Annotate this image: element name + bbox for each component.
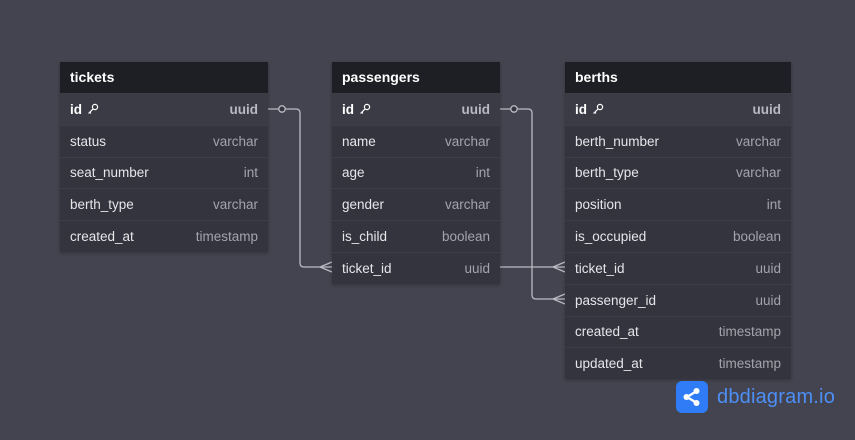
column-name: id xyxy=(342,101,354,117)
table-row[interactable]: ticket_id uuid xyxy=(332,251,500,284)
key-icon xyxy=(593,104,604,115)
table-row[interactable]: is_child boolean xyxy=(332,220,500,252)
column-type: uuid xyxy=(464,260,490,276)
brand-name: dbdiagram.io xyxy=(717,385,836,408)
column-name: updated_at xyxy=(575,356,643,372)
column-type: varchar xyxy=(735,133,781,149)
column-name: seat_number xyxy=(70,165,149,181)
column-type: uuid xyxy=(461,101,491,117)
table-row[interactable]: created_at timestamp xyxy=(565,315,791,348)
column-type: timestamp xyxy=(718,324,781,340)
brand-watermark[interactable]: dbdiagram.io xyxy=(676,381,835,413)
column-type: boolean xyxy=(441,229,490,245)
column-type: varchar xyxy=(444,133,490,149)
table-row[interactable]: name varchar xyxy=(332,124,500,157)
column-type: varchar xyxy=(444,197,490,213)
table-row[interactable]: id uuid xyxy=(60,93,268,125)
relation-many-end xyxy=(552,293,566,305)
column-type: uuid xyxy=(752,101,782,117)
column-type: int xyxy=(766,197,781,213)
table-header[interactable]: passengers xyxy=(332,62,500,93)
table-row[interactable]: berth_type varchar xyxy=(60,188,268,220)
relation-passengers-id-berths-passenger-id xyxy=(500,108,565,300)
relation-tickets-id-passengers-ticket-id xyxy=(268,108,332,268)
table-row[interactable]: created_at timestamp xyxy=(60,220,268,252)
table-row[interactable]: passenger_id uuid xyxy=(565,283,791,316)
column-type: uuid xyxy=(755,292,781,308)
column-type: int xyxy=(475,165,490,181)
column-name: status xyxy=(70,133,107,149)
table-header[interactable]: tickets xyxy=(60,62,268,93)
table-tickets[interactable]: tickets id uuid status varchar seat_numb… xyxy=(60,62,268,252)
column-type: uuid xyxy=(229,101,259,117)
table-passengers[interactable]: passengers id uuid name varchar age int … xyxy=(332,62,500,284)
column-name: ticket_id xyxy=(342,260,392,276)
column-name: age xyxy=(342,165,365,181)
column-type: timestamp xyxy=(718,356,781,372)
table-row[interactable]: id uuid xyxy=(565,93,791,125)
column-type: boolean xyxy=(732,229,781,245)
column-type: varchar xyxy=(212,133,258,149)
column-name: berth_type xyxy=(575,165,639,181)
column-name: name xyxy=(342,133,376,149)
column-name: berth_number xyxy=(575,133,660,149)
table-row[interactable]: age int xyxy=(332,156,500,189)
column-type: varchar xyxy=(735,165,781,181)
relation-one-end xyxy=(510,105,518,113)
table-berths[interactable]: berths id uuid berth_number varchar bert… xyxy=(565,62,791,380)
table-row[interactable]: ticket_id uuid xyxy=(565,251,791,284)
table-row[interactable]: is_occupied boolean xyxy=(565,220,791,252)
table-row[interactable]: updated_at timestamp xyxy=(565,347,791,379)
column-type: timestamp xyxy=(195,229,258,245)
column-type: uuid xyxy=(755,260,781,276)
relation-many-end xyxy=(552,261,566,273)
column-type: varchar xyxy=(212,197,258,213)
share-nodes-icon xyxy=(676,381,708,413)
column-name: berth_type xyxy=(70,197,134,213)
column-name: id xyxy=(575,101,587,117)
table-row[interactable]: seat_number int xyxy=(60,156,268,189)
table-row[interactable]: status varchar xyxy=(60,124,268,157)
column-name: created_at xyxy=(70,229,134,245)
table-row[interactable]: berth_number varchar xyxy=(565,124,791,157)
table-row[interactable]: id uuid xyxy=(332,93,500,125)
column-name: is_child xyxy=(342,229,388,245)
column-name: created_at xyxy=(575,324,639,340)
relation-many-end xyxy=(319,261,333,273)
column-type: int xyxy=(243,165,258,181)
column-name: gender xyxy=(342,197,385,213)
key-icon xyxy=(360,104,371,115)
column-name: is_occupied xyxy=(575,229,647,245)
table-row[interactable]: position int xyxy=(565,188,791,220)
column-name: ticket_id xyxy=(575,260,625,276)
column-name: id xyxy=(70,101,82,117)
table-row[interactable]: gender varchar xyxy=(332,188,500,220)
column-name: position xyxy=(575,197,622,213)
table-row[interactable]: berth_type varchar xyxy=(565,156,791,189)
relation-one-end xyxy=(278,105,286,113)
key-icon xyxy=(88,104,99,115)
column-name: passenger_id xyxy=(575,292,657,308)
table-header[interactable]: berths xyxy=(565,62,791,93)
